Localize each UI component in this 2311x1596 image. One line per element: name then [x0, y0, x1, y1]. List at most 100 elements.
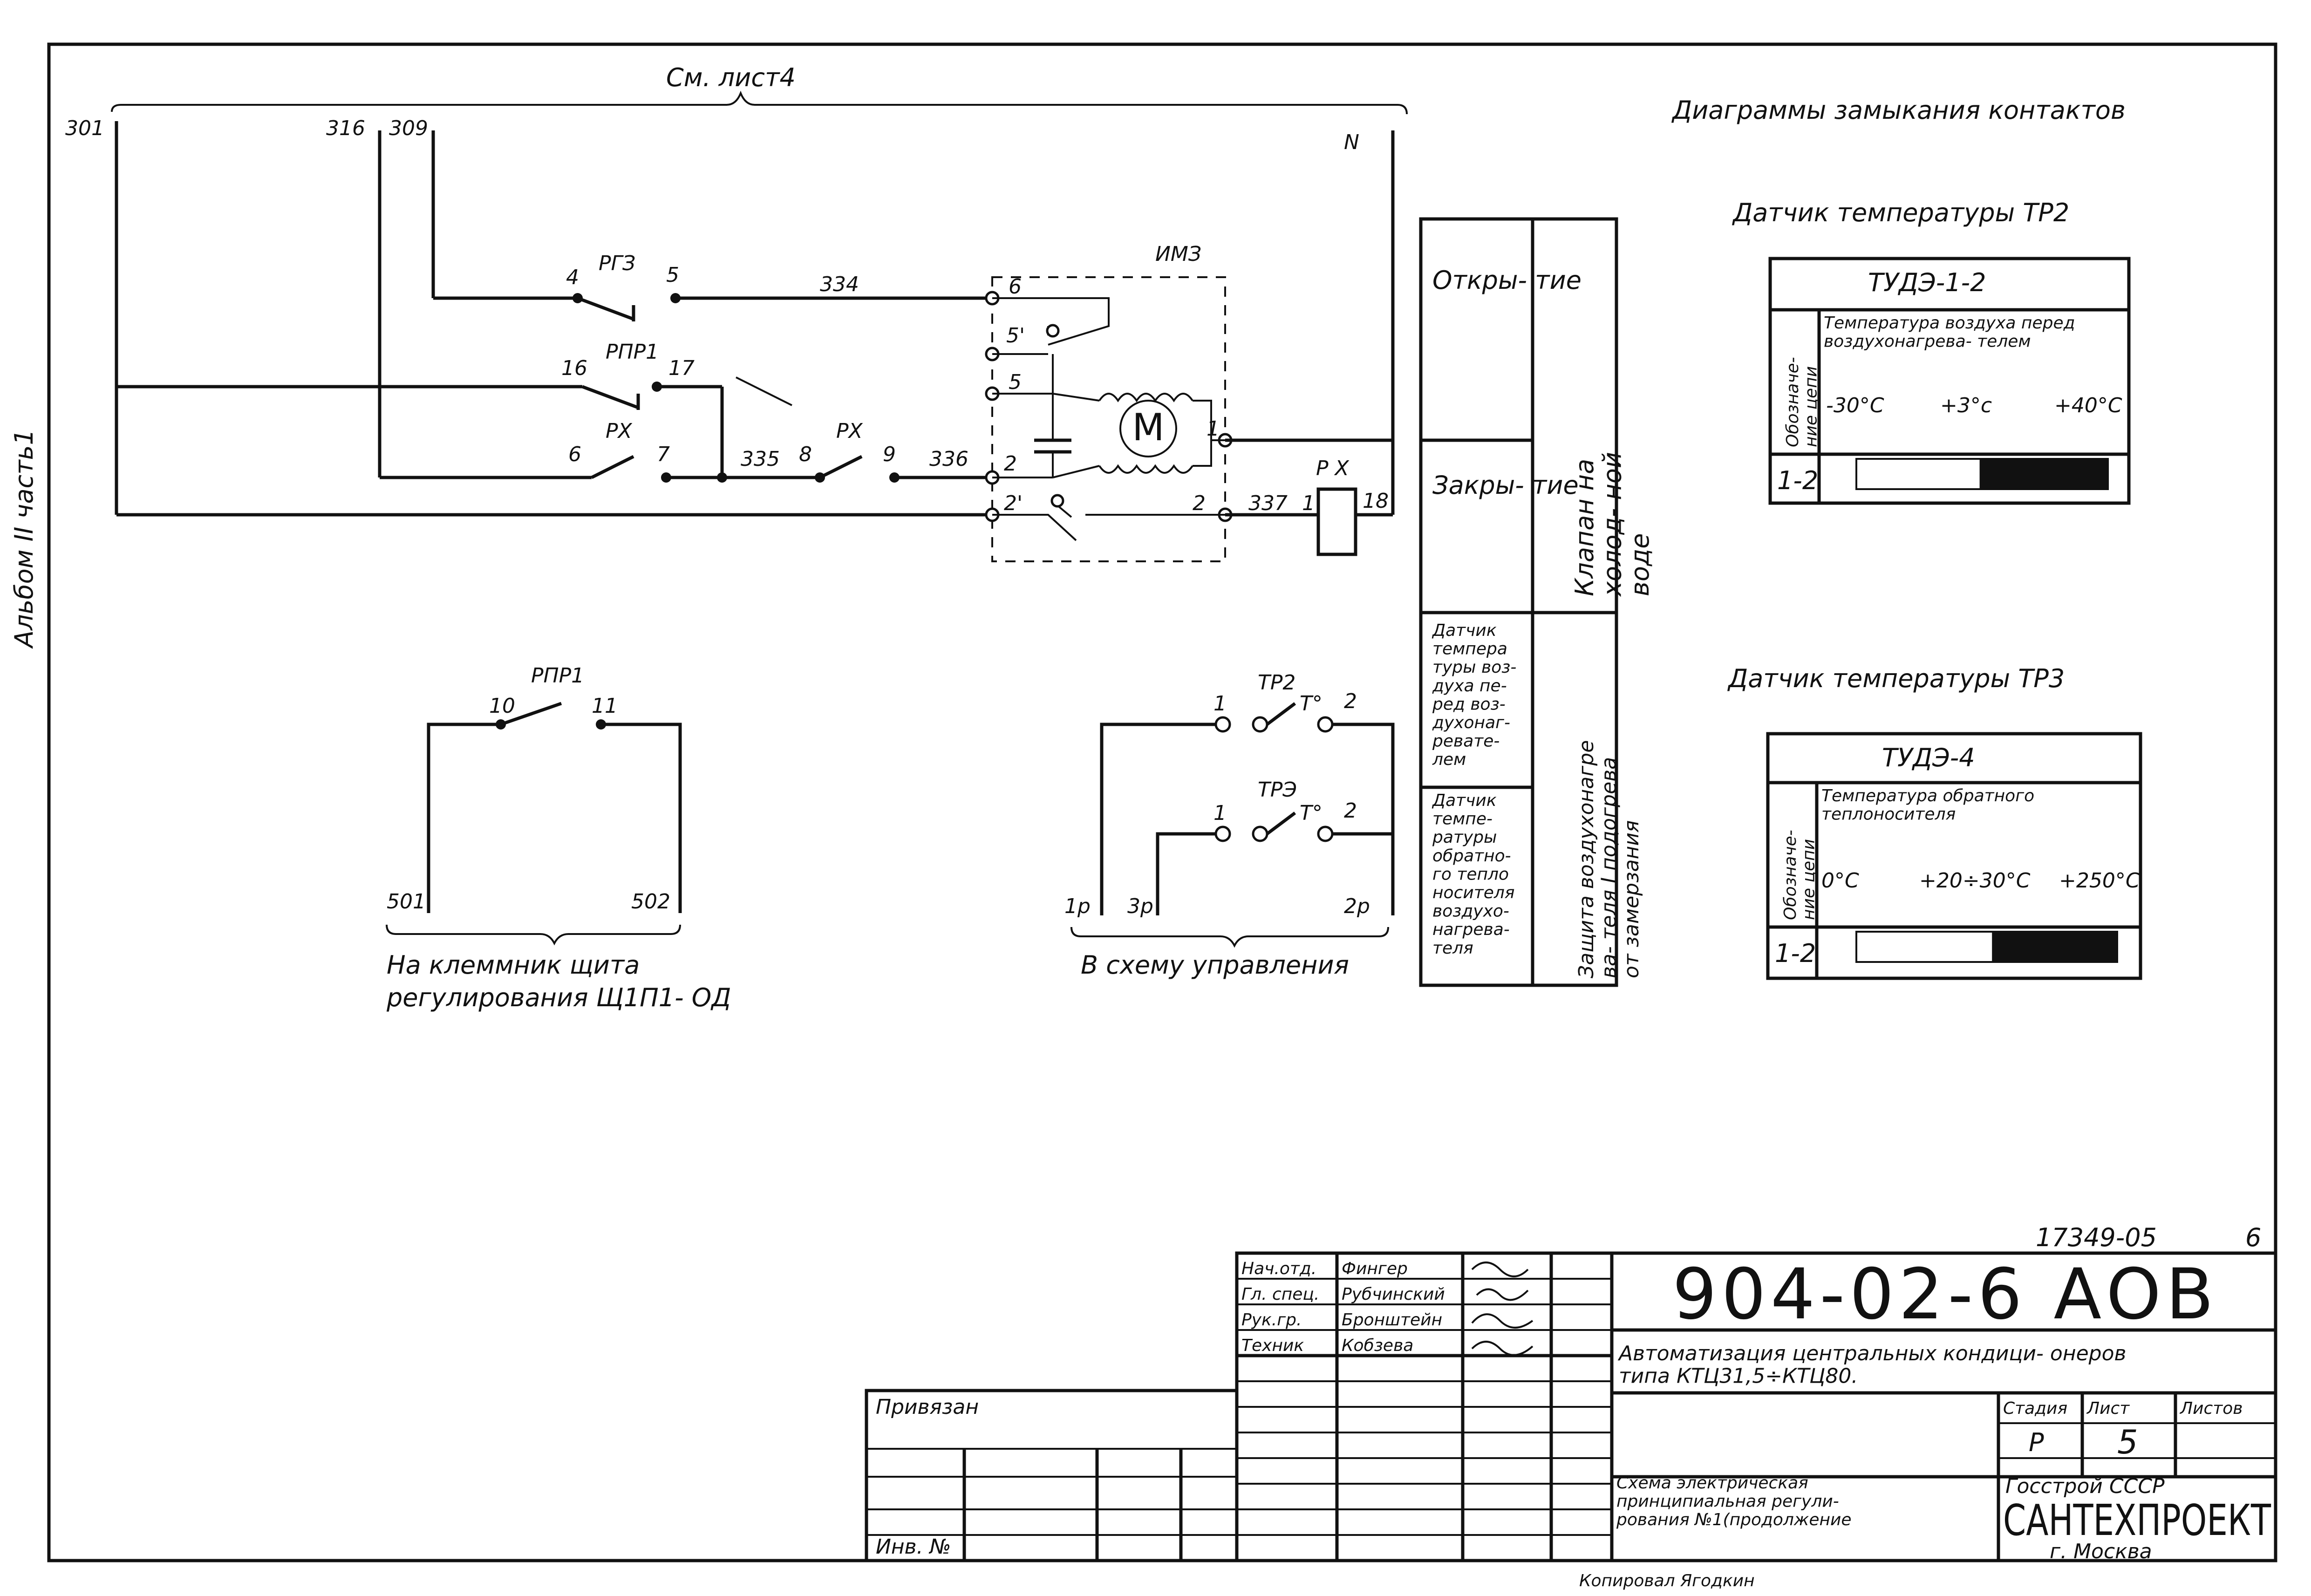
tp2-title: Датчик температуры ТР2 — [1732, 198, 2069, 227]
album-side-label: Альбом II часть1 — [9, 429, 39, 649]
wire-label-335: 335 — [741, 447, 780, 471]
purpose-open: Откры- тие — [1432, 266, 1582, 295]
left-term-502: 502 — [631, 890, 670, 914]
sheet-header: Лист — [2086, 1399, 2130, 1418]
tr2-lines — [1100, 702, 1395, 915]
term-m5p: 5' — [1006, 324, 1025, 348]
contact-rg3 — [577, 296, 634, 321]
motor-label: M — [1132, 406, 1164, 449]
org-line3: г. Москва — [2050, 1540, 2152, 1563]
sheets-header: Листов — [2179, 1399, 2243, 1418]
tr3-deg: Т° — [1300, 801, 1323, 825]
tp2-circuit: 1-2 — [1777, 466, 1818, 495]
tr3-label: ТРЭ — [1258, 778, 1297, 802]
motor-winding-top — [1098, 393, 1193, 402]
purpose-protection: Защита воздухонагрева- теля I подогревао… — [1575, 740, 1643, 978]
actuator-im3-box — [991, 276, 1226, 562]
limit-switch-close — [992, 505, 1225, 541]
tp2-model: ТУДЭ-1-2 — [1868, 268, 1986, 297]
tp2-scale-1: +3°с — [1940, 394, 1992, 417]
sheet-brace — [111, 90, 1408, 115]
purpose-table: Откры- тие Закры- тие Клапан нахолод- но… — [1419, 217, 1655, 987]
drawing-code: 904-02-6 АОВ — [1672, 1254, 2218, 1335]
term-2p: 2р — [1344, 894, 1370, 918]
coil-rx — [1316, 487, 1357, 556]
tp2-bar-on — [1979, 459, 2108, 489]
tp3-scale-2: +250°С — [2059, 869, 2140, 893]
contact-diagrams-title: Диаграммы замыкания контактов — [1671, 95, 2126, 125]
signer-name-3: Кобзева — [1342, 1336, 1413, 1355]
tp3-bar-on — [1992, 932, 2117, 962]
actuator-im3-label: ИМЗ — [1155, 242, 1201, 266]
term-m6: 6 — [1009, 275, 1022, 299]
bound-label: Привязан — [876, 1395, 979, 1419]
tp2-scale-2: +40°С — [2054, 394, 2122, 417]
wire-label-336: 336 — [929, 447, 968, 471]
tp3-col-head: Обозначе-ние цепи — [1781, 830, 1819, 920]
left-contact-lines — [427, 702, 682, 913]
see-sheet-label: См. лист4 — [666, 63, 796, 92]
left-caption-line1: На клеммник щита — [387, 950, 640, 980]
term-m2r: 2 — [1193, 491, 1206, 515]
motor-symbol — [1119, 400, 1177, 457]
term-rg3-in: 4 — [566, 266, 579, 289]
term-m2p: 2' — [1004, 491, 1023, 515]
left-term-11: 11 — [592, 694, 618, 718]
wire-label-334: 334 — [820, 273, 859, 296]
drawing-subject: Автоматизация центральных кондици- онеро… — [1617, 1342, 2126, 1388]
signer-role-2: Рук.гр. — [1241, 1310, 1302, 1330]
tr2-term-2: 2 — [1344, 689, 1357, 713]
left-term-10: 10 — [489, 694, 515, 718]
contact-rx-b — [819, 455, 863, 479]
org-line1: Госстрой СССР — [2005, 1474, 2165, 1498]
sheet-ref: 17349-05 — [2036, 1223, 2157, 1252]
main-schematic: 301 316 309 N 4 РГЗ 5 334 16 РПР1 17 — [65, 116, 1395, 562]
signer-role-3: Техник — [1241, 1336, 1304, 1355]
page-number: 6 — [2245, 1223, 2261, 1252]
term-rpr1-out: 17 — [668, 356, 695, 380]
tp2-col-head: Обозначе-ние цепи — [1783, 357, 1821, 447]
relay-rg3-label: РГЗ — [599, 252, 635, 275]
stage-value: Р — [2029, 1428, 2044, 1457]
tp3-model: ТУДЭ-4 — [1882, 743, 1975, 772]
contact-rx-a — [591, 455, 634, 479]
tp3-circuit: 1-2 — [1775, 939, 1816, 968]
term-3p: 3р — [1127, 894, 1153, 918]
relay-rpr1-label: РПР1 — [606, 340, 659, 364]
relay-rx-a-label: РХ — [606, 419, 633, 443]
title-block: 17349-05 6 Нач.отд. Фингер Гл. спец. Руб… — [865, 1223, 2277, 1590]
signer-name-1: Рубчинский — [1342, 1285, 1445, 1304]
term-m2: 2 — [1004, 452, 1017, 476]
signer-name-0: Фингер — [1342, 1259, 1408, 1278]
tr3-lines — [1156, 812, 1393, 915]
term-coil-18: 18 — [1363, 489, 1389, 513]
tr3-term-2: 2 — [1344, 799, 1357, 823]
tp3-scale-0: 0°С — [1821, 869, 1859, 893]
wire-label-316: 316 — [326, 116, 365, 140]
term-coil-1: 1 — [1302, 491, 1315, 515]
left-relay-label: РПР1 — [531, 664, 584, 688]
term-rpr1-in: 16 — [561, 356, 587, 380]
tp3-scale-1: +20÷30°С — [1919, 869, 2031, 893]
signer-role-1: Гл. спец. — [1241, 1285, 1319, 1304]
purpose-valve: Клапан нахолод- нойводе — [1570, 452, 1655, 597]
term-m1: 1 — [1207, 417, 1220, 441]
signer-role-0: Нач.отд. — [1241, 1259, 1316, 1278]
wire-label-337: 337 — [1248, 491, 1288, 515]
inventory-label: Инв. № — [876, 1535, 951, 1559]
tp2-scale-0: -30°С — [1826, 394, 1884, 417]
org-line2: САНТЕХПРОЕКТ — [2003, 1495, 2271, 1545]
left-term-501: 501 — [387, 890, 426, 914]
contact-rpr1 — [581, 385, 639, 409]
tr2-label: ТР2 — [1258, 671, 1295, 695]
term-rx2-in: 8 — [799, 443, 812, 466]
right-contact-group: ТР2 1 Т° 2 ТРЭ 1 Т° 2 1р 3р 2р В схему у… — [1064, 671, 1395, 980]
left-caption-line2: регулирования Щ1П1- ОД — [386, 983, 731, 1012]
motor-winding-bottom — [1098, 464, 1193, 474]
